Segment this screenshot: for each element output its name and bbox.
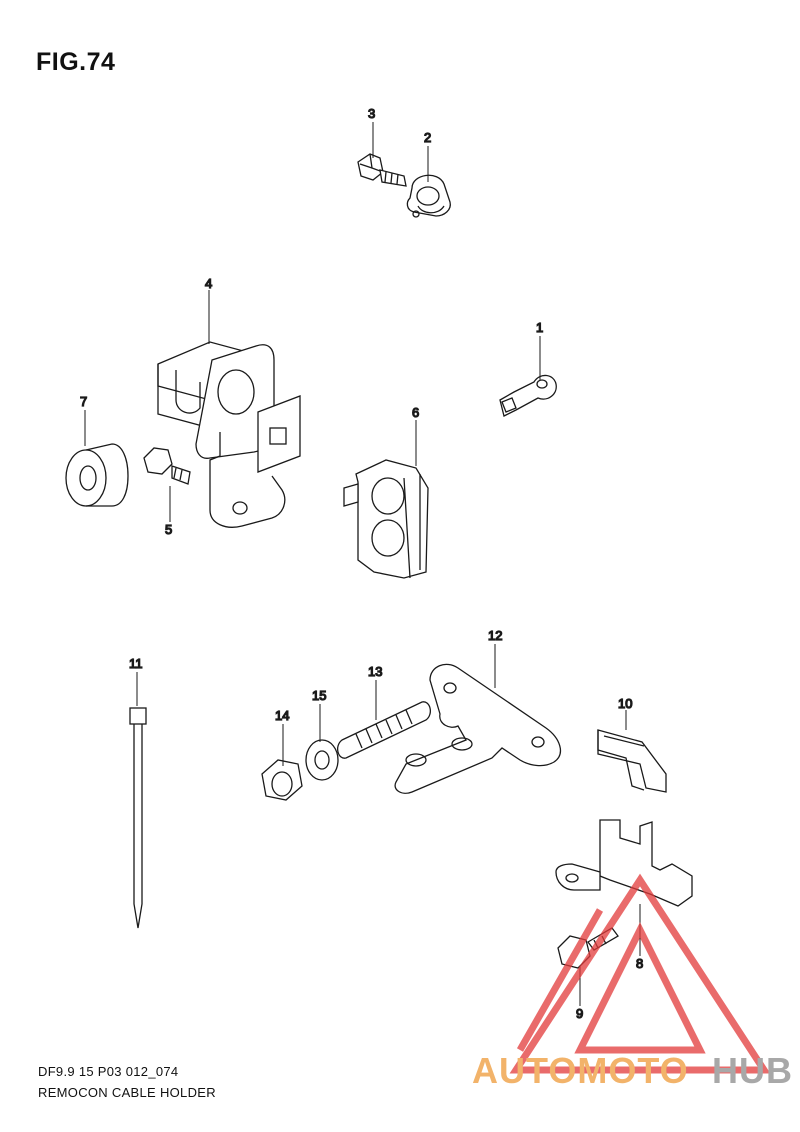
part-2-clamp (406, 174, 451, 218)
part-12-plate (394, 663, 562, 794)
part-5-bolt (143, 447, 191, 485)
callout-15: 15 (312, 688, 326, 703)
callout-8: 8 (636, 956, 643, 971)
part-4-bracket (157, 341, 301, 528)
model-code: DF9.9 15 P03 012_074 (38, 1064, 179, 1079)
callout-9: 9 (576, 1006, 583, 1021)
part-15-washer (305, 739, 339, 781)
part-13-stud (336, 701, 432, 759)
callout-13: 13 (368, 664, 382, 679)
callout-6: 6 (412, 405, 419, 420)
callout-5: 5 (165, 522, 172, 537)
part-14-nut (261, 759, 303, 801)
leader-lines (84, 122, 641, 1006)
part-11-cable-tie (129, 707, 147, 929)
callout-3: 3 (368, 106, 375, 121)
callout-12: 12 (488, 628, 502, 643)
part-7-grommet (65, 443, 129, 507)
callout-4: 4 (205, 276, 212, 291)
part-9-bolt (557, 927, 619, 969)
callout-7: 7 (80, 394, 87, 409)
part-3-bolt (357, 153, 407, 187)
figure-title: FIG.74 (36, 48, 116, 76)
callout-1: 1 (536, 320, 543, 335)
callout-11: 11 (129, 656, 143, 671)
part-10-clip (597, 729, 667, 793)
part-8-bracket (555, 819, 693, 907)
figure-description: REMOCON CABLE HOLDER (38, 1085, 216, 1100)
callout-2: 2 (424, 130, 431, 145)
part-1-terminal (499, 374, 557, 417)
part-6-cable-holder (343, 459, 429, 579)
callout-10: 10 (618, 696, 632, 711)
callout-14: 14 (275, 708, 289, 723)
